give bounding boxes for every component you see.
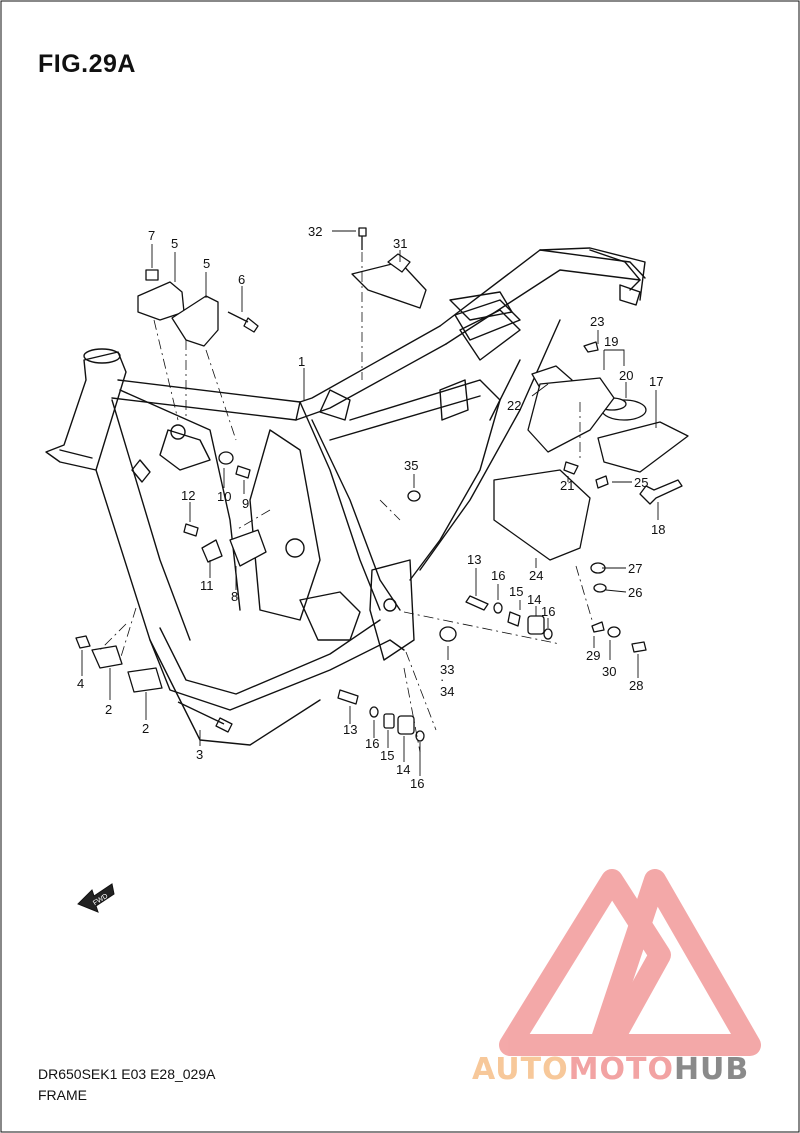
main-frame <box>45 247 646 746</box>
callout-17: 17 <box>649 374 663 389</box>
watermark-auto: AUTO <box>472 1052 569 1087</box>
callout-13-lower: 13 <box>343 722 357 737</box>
callout-26: 26 <box>628 585 642 600</box>
callout-15-upper: 15 <box>509 584 523 599</box>
callout-31: 31 <box>393 236 407 251</box>
callout-33-34-dot: · <box>440 672 444 687</box>
callout-5-right: 5 <box>203 256 210 271</box>
callout-14-upper: 14 <box>527 592 541 607</box>
callout-18: 18 <box>651 522 665 537</box>
callout-12: 12 <box>181 488 195 503</box>
callout-27: 27 <box>628 561 642 576</box>
callout-32: 32 <box>308 224 322 239</box>
callout-8: 8 <box>231 589 238 604</box>
callout-21: 21 <box>560 478 574 493</box>
callout-22: 22 <box>507 398 521 413</box>
callout-24: 24 <box>529 568 543 583</box>
callout-19: 19 <box>604 334 618 349</box>
callout-29: 29 <box>586 648 600 663</box>
callout-16-lower-b: 16 <box>410 776 424 791</box>
callout-15-lower: 15 <box>380 748 394 763</box>
callout-25: 25 <box>634 475 648 490</box>
callout-35: 35 <box>404 458 418 473</box>
callout-14-lower: 14 <box>396 762 410 777</box>
callout-6: 6 <box>238 272 245 287</box>
watermark-logo <box>499 869 761 1056</box>
watermark-moto: MOTO <box>568 1052 674 1087</box>
callout-10: 10 <box>217 489 231 504</box>
callout-16-upper-a: 16 <box>491 568 505 583</box>
callout-3: 3 <box>196 747 203 762</box>
callout-11: 11 <box>200 578 214 593</box>
callout-labels: 7 5 5 6 32 31 1 23 19 20 17 22 35 21 25 … <box>77 224 665 791</box>
watermark-wordmark: AUTOMOTOHUB <box>472 1052 749 1087</box>
small-parts <box>75 227 689 742</box>
callout-34: 34 <box>440 684 454 699</box>
callout-9: 9 <box>242 496 249 511</box>
callout-4: 4 <box>77 676 84 691</box>
callout-16-lower-a: 16 <box>365 736 379 751</box>
figure-title: FIG.29A <box>38 50 136 78</box>
callout-16-upper-b: 16 <box>541 604 555 619</box>
forward-direction-arrow: FWD <box>77 883 115 913</box>
callout-5-left: 5 <box>171 236 178 251</box>
model-code: DR650SEK1 E03 E28_029A <box>38 1066 216 1082</box>
leader-lines <box>81 230 659 776</box>
callout-28: 28 <box>629 678 643 693</box>
callout-13-upper: 13 <box>467 552 481 567</box>
callout-2-left: 2 <box>105 702 112 717</box>
callout-20: 20 <box>619 368 633 383</box>
assembly-guide-lines <box>99 252 593 753</box>
callout-23: 23 <box>590 314 604 329</box>
callout-30: 30 <box>602 664 616 679</box>
watermark-hub: HUB <box>673 1052 750 1087</box>
callout-2-right: 2 <box>142 721 149 736</box>
callout-33: 33 <box>440 662 454 677</box>
callout-7: 7 <box>148 228 155 243</box>
callout-1: 1 <box>298 354 305 369</box>
section-name: FRAME <box>38 1087 87 1103</box>
